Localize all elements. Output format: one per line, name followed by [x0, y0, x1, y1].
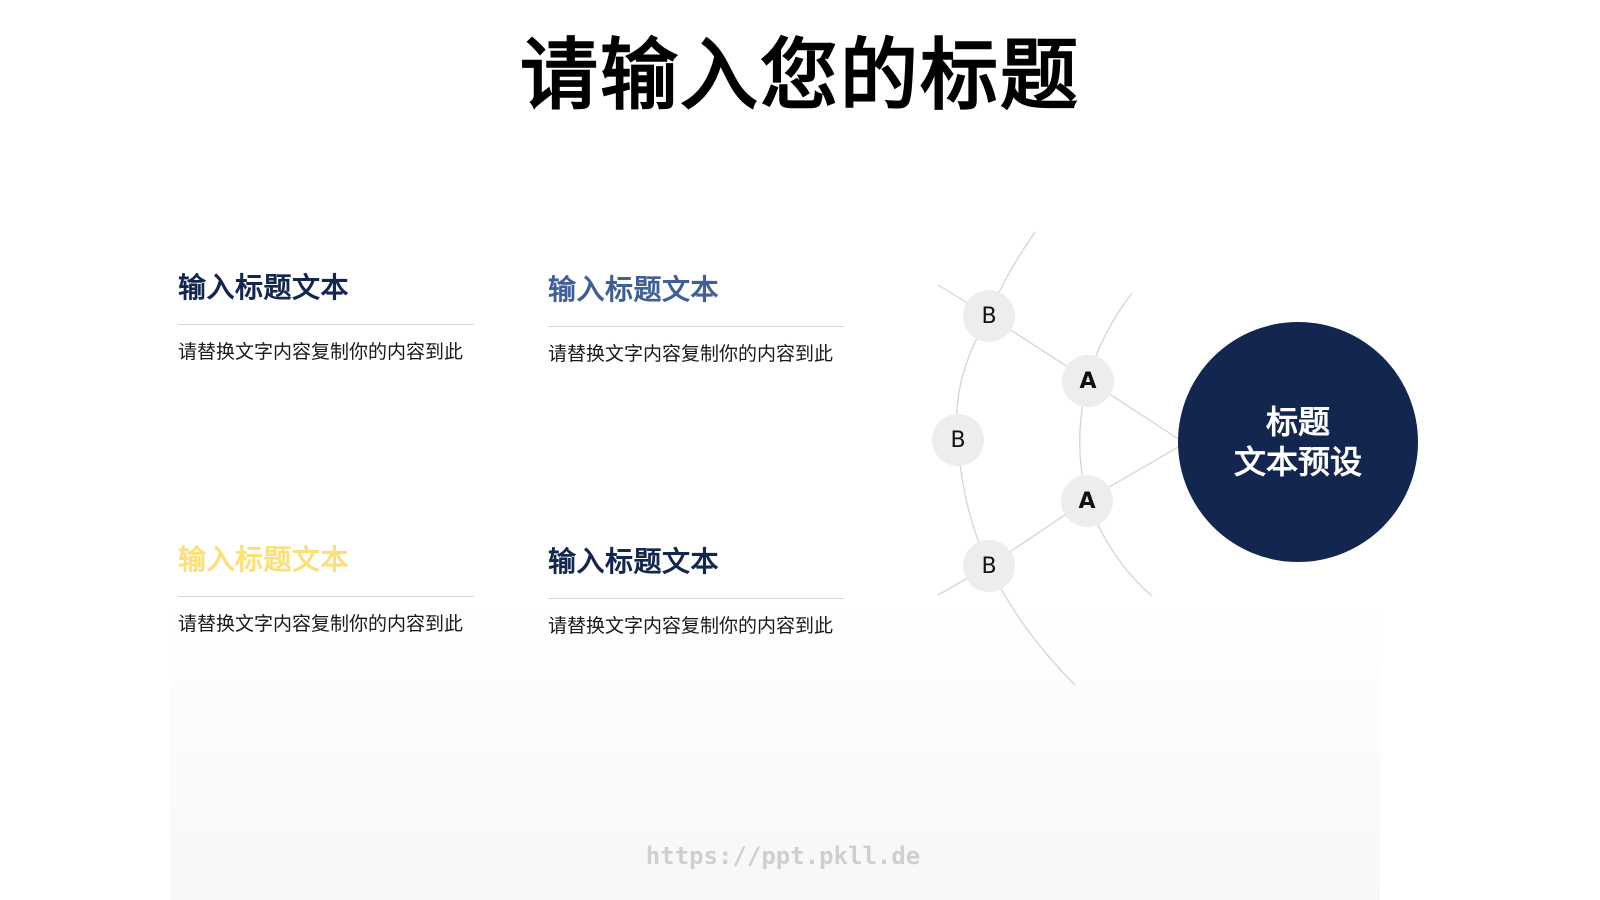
card-heading: 输入标题文本 [548, 273, 720, 306]
card-body: 请替换文字内容复制你的内容到此 [178, 341, 464, 363]
card-body: 请替换文字内容复制你的内容到此 [178, 613, 464, 635]
card-divider [548, 598, 844, 599]
card-divider [178, 596, 474, 597]
watermark: https://ppt.pkll.de [645, 842, 921, 870]
inner-arc [1079, 292, 1153, 597]
card-body: 请替换文字内容复制你的内容到此 [548, 615, 834, 637]
hub-circle: 标题 文本预设 [1178, 322, 1418, 562]
text-card-3: 输入标题文本 请替换文字内容复制你的内容到此 [178, 542, 478, 637]
background-fade [170, 600, 1380, 900]
node-b-bottom: B [963, 540, 1015, 592]
card-heading: 输入标题文本 [548, 545, 720, 578]
node-b-top: B [963, 290, 1015, 342]
card-body: 请替换文字内容复制你的内容到此 [548, 343, 834, 365]
node-b-middle: B [932, 414, 984, 466]
text-card-1: 输入标题文本 请替换文字内容复制你的内容到此 [178, 270, 478, 365]
node-a-bottom: A [1061, 475, 1113, 527]
hub-title-line2: 文本预设 [1233, 443, 1362, 481]
card-divider [548, 326, 844, 327]
node-a-top: A [1062, 355, 1114, 407]
card-divider [178, 324, 474, 325]
card-heading: 输入标题文本 [178, 543, 350, 576]
text-card-2: 输入标题文本 请替换文字内容复制你的内容到此 [548, 272, 848, 367]
text-card-4: 输入标题文本 请替换文字内容复制你的内容到此 [548, 544, 848, 639]
card-heading: 输入标题文本 [178, 271, 350, 304]
page-title: 请输入您的标题 [519, 31, 1080, 121]
hub-title-line1: 标题 [1265, 403, 1330, 441]
